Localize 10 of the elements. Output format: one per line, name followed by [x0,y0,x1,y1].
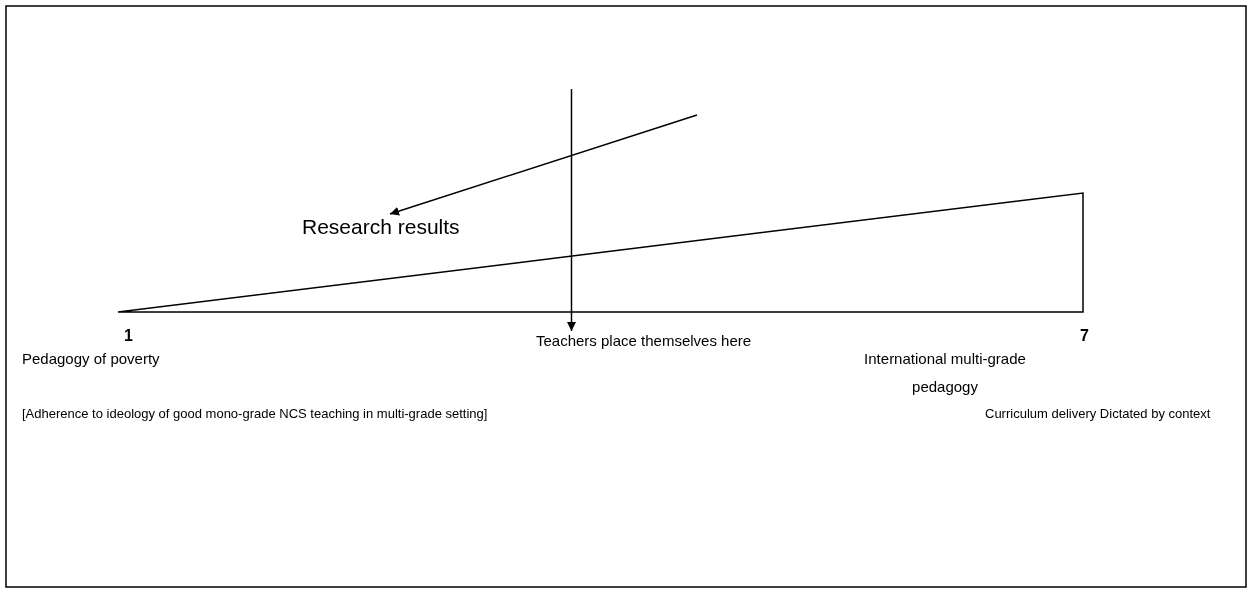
scale-number: 7 [1080,326,1090,346]
scale-end-label: Pedagogy of poverty [22,349,161,369]
arrow [389,114,698,216]
arrow [567,88,576,332]
note-text: [Adherence to ideology of good mono-grade NCS teaching in multi-grade setting] [22,405,489,423]
callout-text: Research results [302,215,460,239]
callout-text: Teachers place themselves here [536,332,752,349]
scale-number: 1 [124,326,134,346]
note-text: Curriculum delivery Dictated by context [985,405,1212,423]
scale-end-label: International multi-grade pedagogy [863,349,1027,397]
